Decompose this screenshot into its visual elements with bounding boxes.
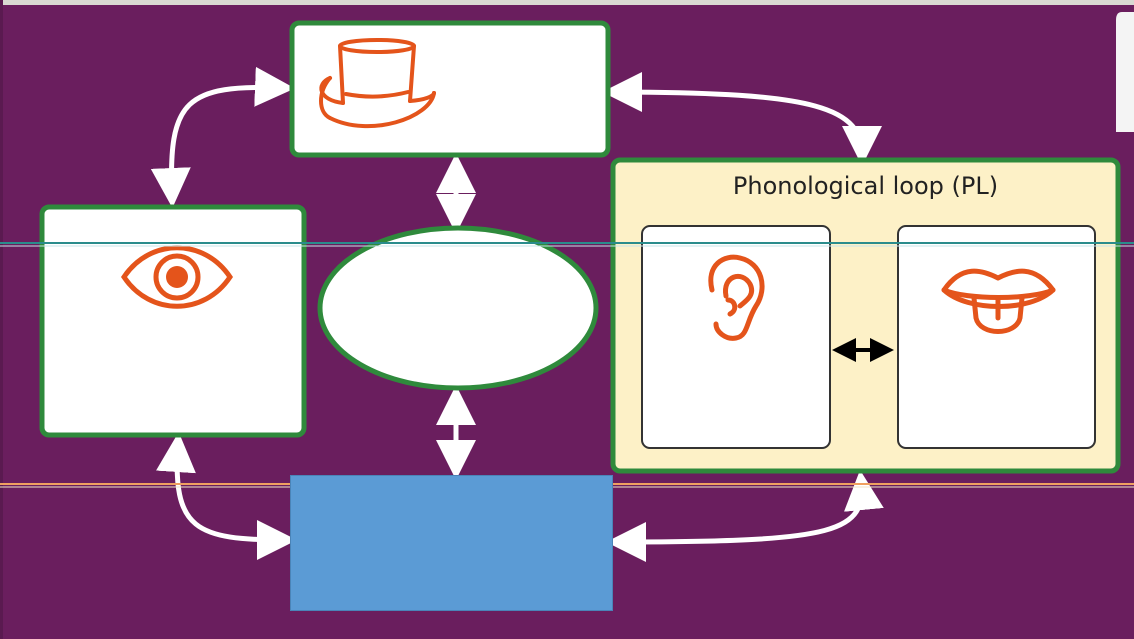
eye-icon [120, 245, 234, 309]
arrow-visuospatial-longterm [156, 432, 297, 560]
ear-icon [708, 254, 765, 341]
side-panel-edge [1116, 12, 1134, 132]
long-term-memory-cover-box [290, 475, 613, 611]
central-executive-box [289, 20, 611, 158]
mouth-tongue-icon [941, 268, 1056, 334]
articulatory-process-box [897, 225, 1096, 449]
top-edge [0, 0, 1134, 5]
phonological-loop-title: Phonological loop (PL) [732, 172, 999, 200]
top-hat-icon [319, 38, 436, 129]
arrow-phonological-longterm [606, 470, 884, 562]
visuospatial-box [39, 204, 307, 438]
arrow-executive-phonological [602, 72, 882, 166]
episodic-buffer-ellipse [317, 225, 599, 391]
left-edge [0, 0, 3, 639]
arrow-executive-visuospatial [150, 66, 295, 208]
